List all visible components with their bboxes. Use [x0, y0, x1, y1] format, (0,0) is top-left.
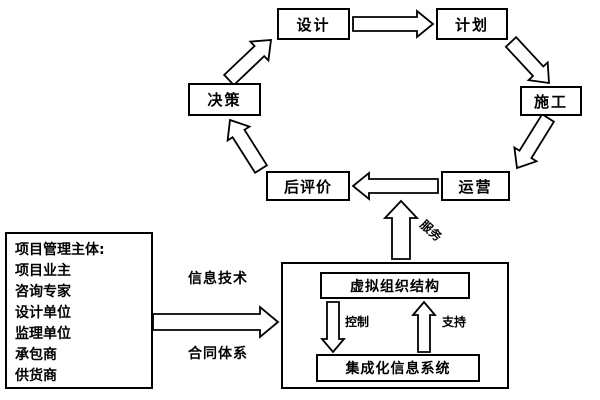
arrow-plan-to-construction [504, 35, 550, 85]
arrow-operation-to-postevaluation [351, 171, 439, 201]
arrow-construction-to-operation [513, 113, 556, 170]
node-post-evaluation-label: 后评价 [283, 177, 332, 196]
virtual-org-box: 虚拟组织结构 [320, 272, 470, 299]
arrow-control-down [320, 301, 346, 354]
stakeholders-panel: 项目管理主体: 项目业主 咨询专家 设计单位 监理单位 承包商 供货商 [5, 232, 153, 389]
integrated-info-system-label: 集成化信息系统 [345, 361, 451, 377]
control-label: 控制 [345, 315, 370, 329]
arrow-stakeholders-to-system [152, 305, 280, 339]
node-construction: 施工 [520, 86, 582, 116]
stakeholders-title: 项目管理主体: [15, 242, 105, 258]
node-construction-label: 施工 [533, 92, 568, 111]
node-design-label: 设计 [296, 15, 331, 34]
node-operation-label: 运营 [458, 177, 493, 196]
arrow-service-up [382, 199, 420, 260]
node-design: 设计 [277, 8, 350, 40]
node-decision: 决策 [188, 83, 261, 116]
stakeholder-item: 咨询专家 [15, 284, 71, 300]
arrow-decision-to-design [222, 39, 273, 87]
stakeholder-item: 监理单位 [15, 326, 71, 342]
arrow-design-to-plan [352, 9, 435, 39]
support-label: 支持 [442, 315, 467, 329]
integrated-info-system-box: 集成化信息系统 [316, 354, 480, 382]
arrow-support-up [411, 300, 437, 353]
node-plan-label: 计划 [454, 15, 489, 34]
information-technology-label: 信息技术 [188, 271, 248, 287]
stakeholder-item: 供货商 [15, 368, 57, 384]
node-post-evaluation: 后评价 [266, 171, 350, 201]
stakeholder-item: 承包商 [15, 347, 57, 363]
arrow-postevaluation-to-decision [226, 118, 269, 174]
node-decision-label: 决策 [207, 91, 242, 109]
stakeholder-item: 项目业主 [15, 263, 71, 279]
virtual-org-label: 虚拟组织结构 [350, 278, 440, 295]
contract-system-label: 合同体系 [188, 346, 248, 362]
stakeholder-item: 设计单位 [15, 305, 71, 321]
node-operation: 运营 [441, 171, 510, 201]
system-container [281, 262, 509, 389]
node-plan: 计划 [436, 8, 508, 40]
